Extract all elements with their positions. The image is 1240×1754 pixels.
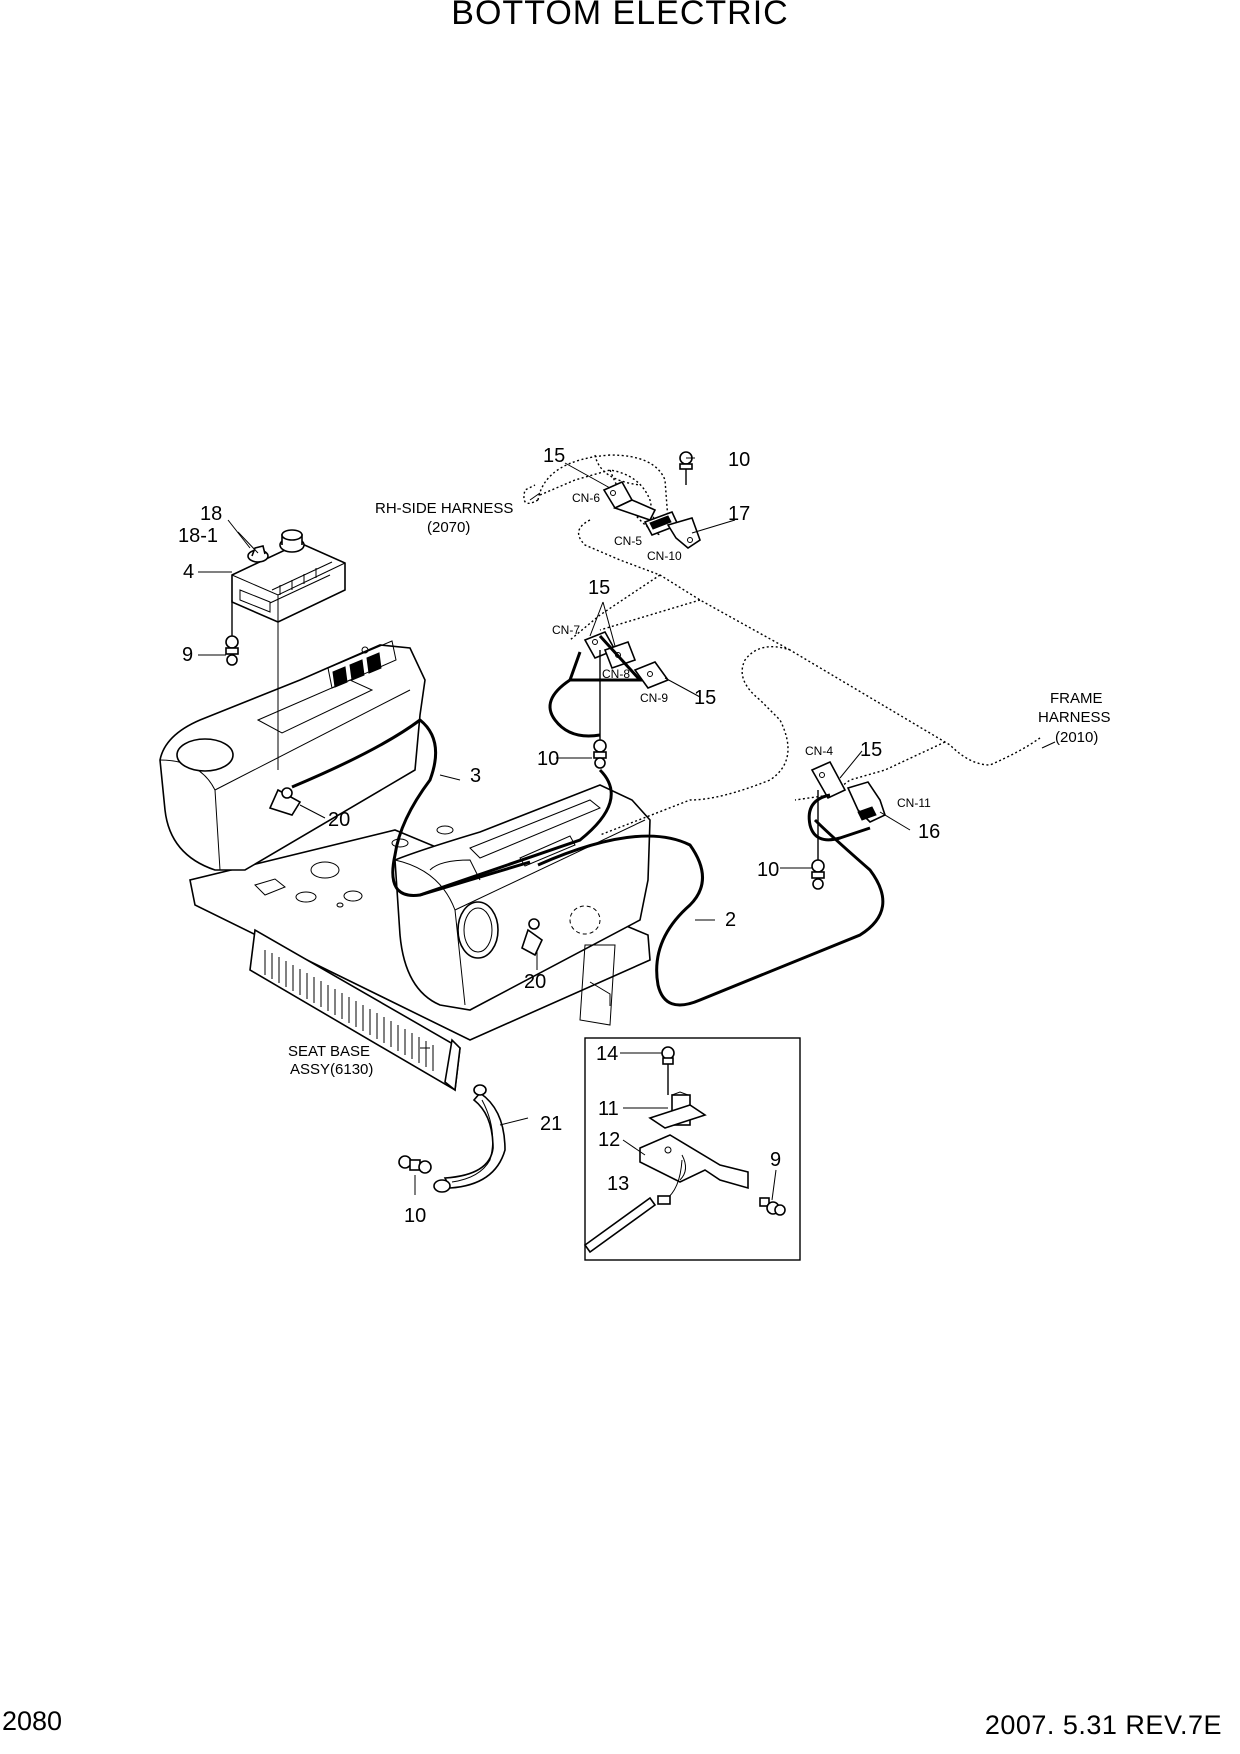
seat-base-label: SEAT BASE (288, 1043, 370, 1060)
connector-bracket-cn11 (846, 781, 886, 823)
callout-14: 14 (596, 1043, 618, 1065)
connector-label-cn6: CN-6 (572, 491, 600, 505)
frame-harness-code: (2010) (1055, 729, 1098, 746)
callout-10-right: 10 (757, 859, 779, 881)
page-number: 2080 (2, 1706, 63, 1736)
connector-label-cn11: CN-11 (897, 796, 931, 810)
harness-cable-2 (419, 818, 885, 1007)
revision-stamp: 2007. 5.31 REV.7E (984, 1710, 1222, 1740)
callout-15-right: 15 (860, 739, 882, 761)
right-console (394, 784, 651, 1026)
bolt-10-right (811, 790, 825, 890)
callout-10-mid: 10 (537, 748, 559, 770)
rh-side-harness-code: (2070) (427, 519, 470, 536)
connector-label-cn9: CN-9 (640, 691, 668, 705)
connector-label-cn10: CN-10 (647, 549, 682, 563)
ground-strap-21 (398, 1084, 506, 1193)
callout-3: 3 (470, 765, 481, 787)
callout-4: 4 (183, 561, 194, 583)
connector-bracket-cn10 (666, 517, 701, 549)
switch-panel-4 (231, 529, 346, 770)
callout-18-1: 18-1 (178, 525, 218, 547)
callout-13: 13 (607, 1173, 629, 1195)
seat-base-code: ASSY(6130) (290, 1061, 373, 1078)
cable-clip-20-right (521, 918, 544, 957)
harness-cable-3 (291, 718, 613, 897)
connector-bracket-cn6 (602, 480, 657, 521)
callout-10-bottom: 10 (404, 1205, 426, 1227)
callout-15-mid: 15 (588, 577, 610, 599)
left-console (159, 640, 426, 871)
callout-11: 11 (598, 1098, 619, 1120)
callout-17: 17 (728, 503, 750, 525)
cable-clip-20-left (268, 787, 302, 816)
callout-20-right: 20 (524, 971, 546, 993)
rh-side-harness-label: RH-SIDE HARNESS (375, 500, 513, 517)
bolt-9-left (225, 600, 239, 666)
callout-12: 12 (598, 1129, 620, 1151)
connector-bracket-cn4 (810, 760, 847, 800)
callout-18: 18 (200, 503, 222, 525)
connector-label-cn7: CN-7 (552, 623, 580, 637)
connector-label-cn4: CN-4 (805, 744, 833, 758)
page-title: BOTTOM ELECTRIC (451, 0, 789, 32)
callout-21: 21 (540, 1113, 562, 1135)
callout-2: 2 (725, 909, 736, 931)
connector-bracket-cn9 (633, 661, 670, 689)
frame-harness-label: FRAME (1050, 690, 1103, 707)
seat-switch-detail-box (583, 1037, 801, 1261)
seat-base-grille (264, 950, 434, 1071)
leader-lines (198, 457, 1056, 1201)
cn7-cable (567, 634, 644, 682)
cn7-cable-loop (548, 678, 601, 738)
callout-16: 16 (918, 821, 940, 843)
callout-9-left: 9 (182, 644, 193, 666)
frame-harness (539, 469, 1041, 836)
connector-label-cn8: CN-8 (602, 667, 630, 681)
callout-9-detail: 9 (770, 1149, 781, 1171)
callout-15-top: 15 (543, 445, 565, 467)
bolt-10-mid (593, 650, 607, 769)
connector-bracket-cn5 (643, 510, 680, 536)
callout-20-left: 20 (328, 809, 350, 831)
callout-15-cn9: 15 (694, 687, 716, 709)
connector-label-cn5: CN-5 (614, 534, 642, 548)
callout-10-top: 10 (728, 449, 750, 471)
frame-harness-label-2: HARNESS (1038, 709, 1111, 726)
bolt-10-top (679, 451, 693, 485)
